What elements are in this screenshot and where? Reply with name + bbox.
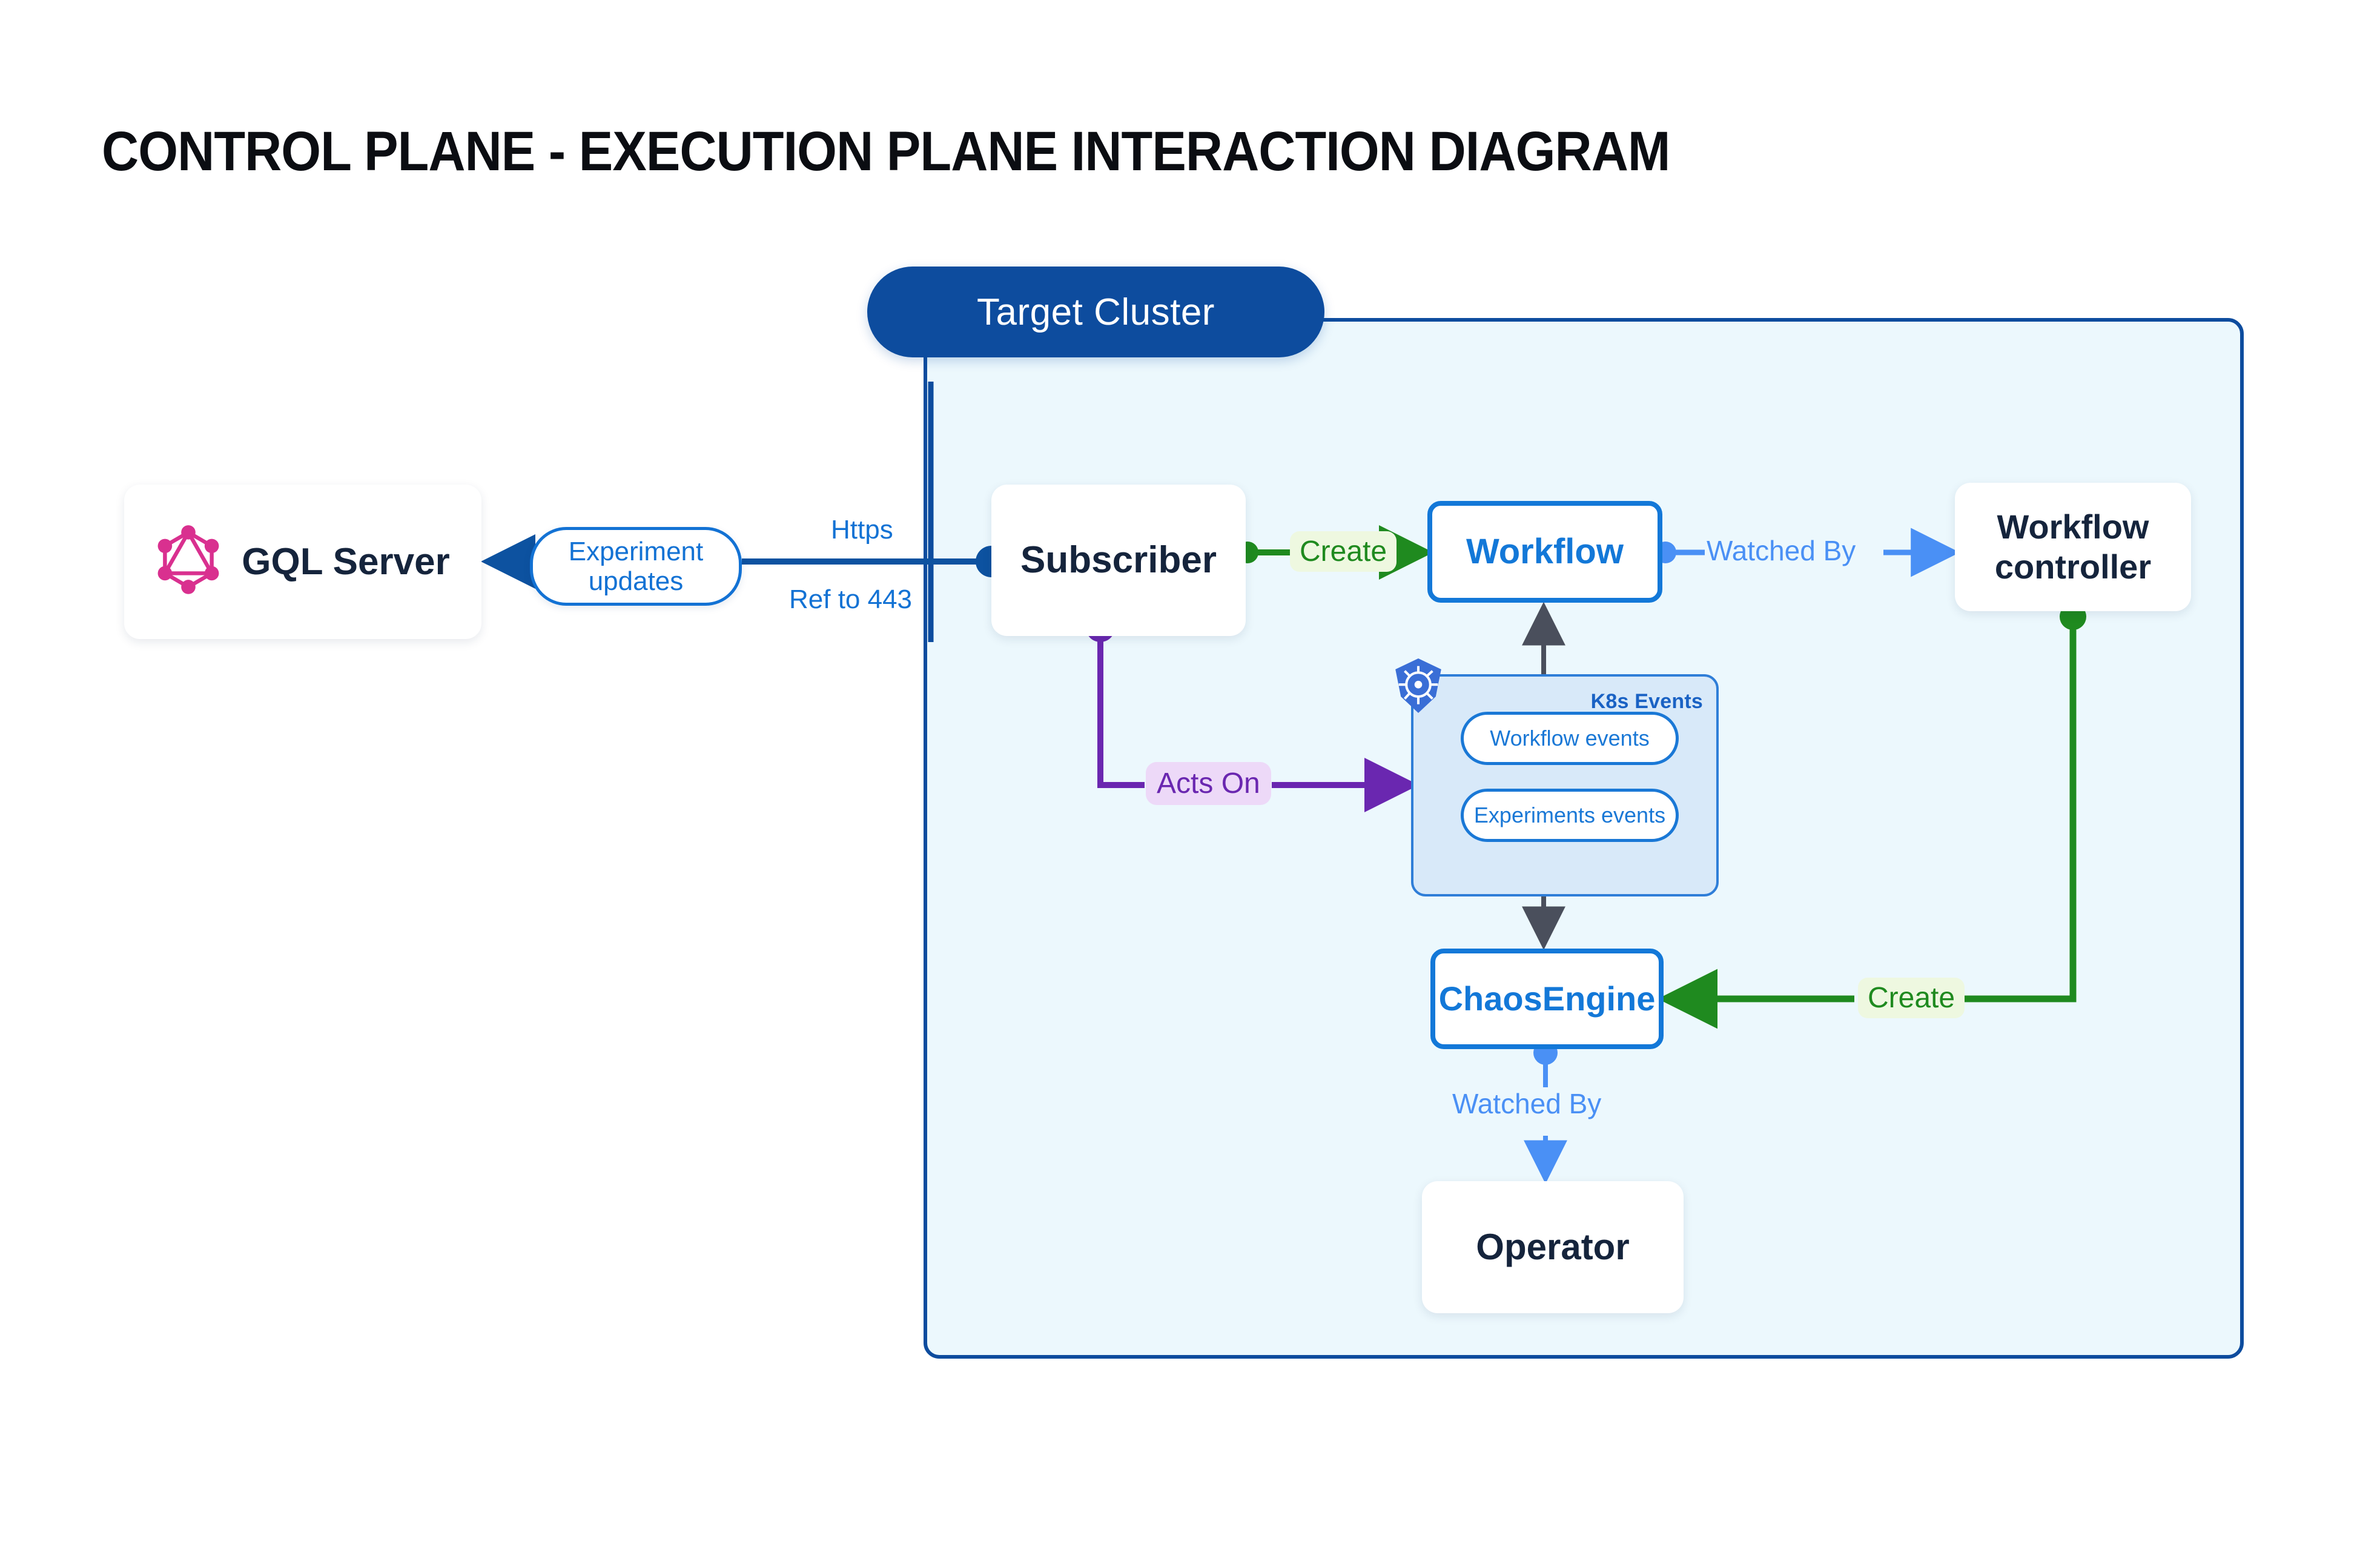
graphql-logo-icon — [156, 525, 221, 600]
edge-label-watched-by-operator: Watched By — [1452, 1088, 1602, 1119]
edge-label-experiment-updates-line2: updates — [588, 566, 684, 596]
edge-label-experiment-updates-line1: Experiment — [568, 536, 704, 566]
node-operator[interactable]: Operator — [1422, 1181, 1684, 1313]
k8s-event-item-label: Workflow events — [1490, 726, 1650, 750]
node-chaosengine[interactable]: ChaosEngine — [1430, 949, 1664, 1049]
target-cluster-title: Target Cluster — [867, 267, 1324, 357]
kubernetes-logo-icon — [1391, 657, 1446, 714]
node-subscriber[interactable]: Subscriber — [991, 485, 1246, 636]
edge-label-ref-to-443: Ref to 443 — [789, 585, 913, 614]
k8s-event-item-experiments-events[interactable]: Experiments events — [1461, 789, 1679, 842]
node-workflow[interactable]: Workflow — [1427, 501, 1662, 603]
node-workflow-label: Workflow — [1466, 531, 1624, 571]
k8s-events-title: K8s Events — [1590, 690, 1703, 713]
node-gql-server[interactable]: GQL Server — [124, 485, 481, 639]
target-cluster-label: Target Cluster — [977, 291, 1215, 333]
edge-label-watched-by-controller: Watched By — [1707, 535, 1856, 566]
node-chaosengine-label: ChaosEngine — [1438, 979, 1656, 1018]
page-title: CONTROL PLANE - EXECUTION PLANE INTERACT… — [102, 121, 1670, 182]
node-operator-label: Operator — [1476, 1226, 1630, 1267]
k8s-event-item-label: Experiments events — [1473, 803, 1666, 827]
node-workflow-controller[interactable]: Workflow controller — [1955, 483, 2191, 611]
edge-label-create-workflow: Create — [1290, 531, 1397, 572]
edge-label-experiment-updates: Experiment updates — [530, 527, 742, 606]
node-gql-server-label: GQL Server — [242, 540, 450, 583]
node-subscriber-label: Subscriber — [1020, 539, 1217, 581]
edge-label-https: Https — [831, 515, 893, 545]
edge-label-create-chaosengine: Create — [1858, 978, 1965, 1018]
k8s-event-item-workflow-events[interactable]: Workflow events — [1461, 712, 1679, 765]
k8s-events-panel: K8s Events — [1411, 674, 1719, 896]
node-workflow-controller-label: Workflow controller — [1994, 507, 2152, 586]
edge-label-acts-on: Acts On — [1146, 762, 1271, 805]
